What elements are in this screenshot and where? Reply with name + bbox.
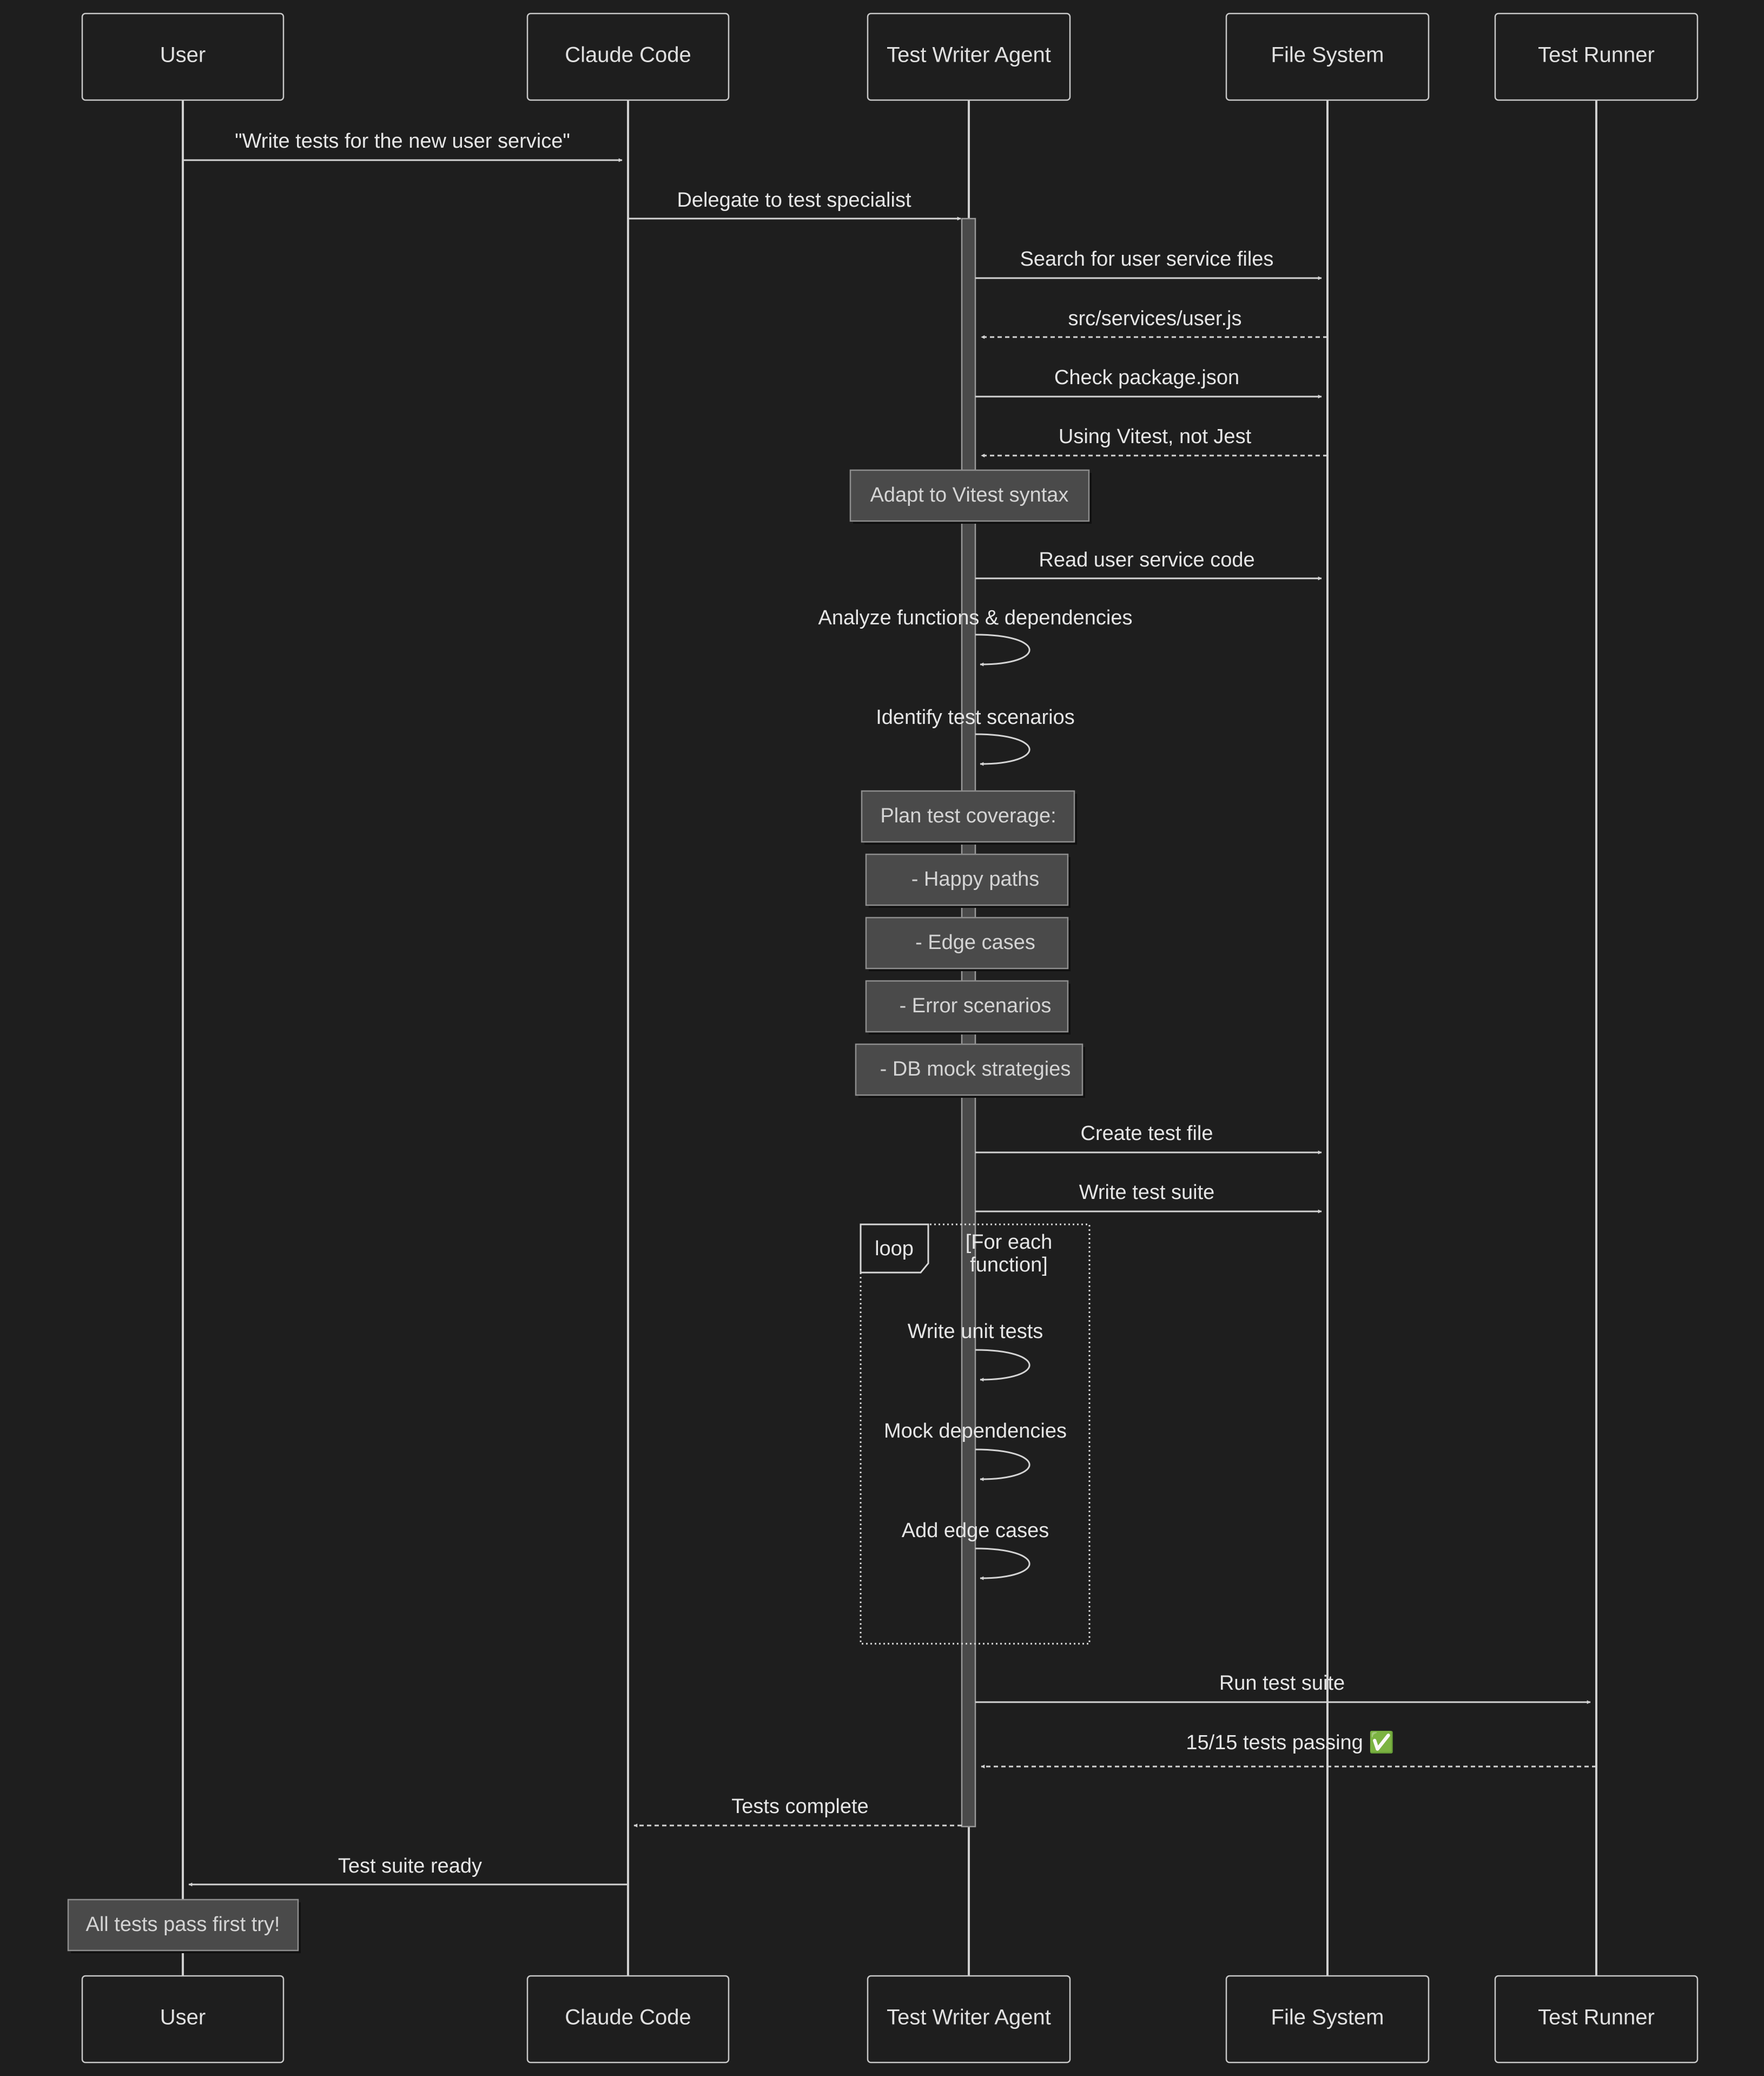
message-label: 15/15 tests passing ✅	[1186, 1730, 1394, 1754]
note-edge-cases: - Edge cases	[865, 917, 1071, 971]
participant-label: Claude Code	[565, 43, 691, 67]
participant-test-writer-agent-bottom: Test Writer Agent	[867, 1975, 1071, 2064]
note-text: All tests pass first try!	[86, 1913, 280, 1936]
self-message-loop	[975, 1448, 1030, 1481]
self-message-loop	[975, 634, 1030, 667]
participant-claude-code-bottom: Claude Code	[526, 1975, 730, 2064]
note-text: Adapt to Vitest syntax	[870, 484, 1069, 506]
note-text: Plan test coverage:	[880, 805, 1056, 827]
note-adapt-vitest: Adapt to Vitest syntax	[849, 469, 1092, 524]
participant-user-bottom: User	[81, 1975, 285, 2064]
self-message-loop	[975, 1349, 1030, 1382]
message-label: Create test file	[1081, 1122, 1213, 1145]
message-label: Delegate to test specialist	[677, 189, 911, 212]
participant-test-runner-bottom: Test Runner	[1494, 1975, 1699, 2064]
message-label: Using Vitest, not Jest	[1059, 425, 1252, 448]
participant-file-system-bottom: File System	[1225, 1975, 1430, 2064]
loop-frame: loop [For each function]	[860, 1223, 1091, 1645]
participant-file-system: File System	[1225, 12, 1430, 101]
loop-tab	[860, 1223, 929, 1274]
message-label: Identify test scenarios	[876, 706, 1075, 729]
loop-condition-line-2: function]	[970, 1254, 1048, 1276]
message-label: Mock dependencies	[884, 1420, 1067, 1442]
message-label: Test suite ready	[338, 1855, 482, 1877]
note-text: - Error scenarios	[900, 994, 1052, 1017]
participant-user: User	[81, 12, 285, 101]
participant-label: User	[160, 43, 206, 67]
message-label: src/services/user.js	[1068, 307, 1242, 330]
participants-bottom: User Claude Code Test Writer Agent File …	[81, 1975, 1699, 2064]
message-label: Analyze functions & dependencies	[818, 607, 1133, 629]
note-plan-test-coverage: Plan test coverage:	[861, 790, 1077, 845]
participant-test-writer-agent: Test Writer Agent	[867, 12, 1071, 101]
message-label: Read user service code	[1039, 549, 1254, 571]
message-label: Tests complete	[731, 1795, 868, 1818]
note-text: - Happy paths	[911, 868, 1040, 891]
participants-top: User Claude Code Test Writer Agent File …	[81, 12, 1699, 101]
note-all-tests-pass: All tests pass first try!	[67, 1899, 301, 1953]
lifelines	[182, 100, 1597, 1976]
self-message-loop	[975, 733, 1030, 766]
notes: Adapt to Vitest syntax Plan test coverag…	[67, 469, 1092, 1953]
participant-label: Test Writer Agent	[887, 2006, 1051, 2029]
participant-label: Test Writer Agent	[887, 43, 1051, 67]
message-label: Write test suite	[1079, 1181, 1215, 1204]
message-label: Write unit tests	[908, 1320, 1043, 1343]
participant-label: File System	[1271, 2006, 1384, 2029]
participant-label: Test Runner	[1538, 43, 1655, 67]
loop-frame-border	[860, 1223, 1091, 1645]
message-label: Search for user service files	[1020, 248, 1274, 271]
message-label: Check package.json	[1054, 366, 1239, 389]
message-label: Run test suite	[1219, 1672, 1345, 1695]
participant-label: User	[160, 2006, 206, 2029]
note-happy-paths: - Happy paths	[865, 853, 1071, 908]
participant-label: Claude Code	[565, 2006, 691, 2029]
message-label: Add edge cases	[902, 1519, 1049, 1542]
loop-label: loop	[875, 1237, 914, 1260]
self-message-loop	[975, 1547, 1030, 1580]
note-db-mock-strategies: - DB mock strategies	[855, 1043, 1085, 1098]
participant-claude-code: Claude Code	[526, 12, 730, 101]
messages: "Write tests for the new user service" D…	[183, 130, 1596, 1887]
participant-label: File System	[1271, 43, 1384, 67]
participant-label: Test Runner	[1538, 2006, 1655, 2029]
participant-test-runner: Test Runner	[1494, 12, 1699, 101]
loop-condition-line-1: [For each	[966, 1231, 1053, 1254]
note-text: - DB mock strategies	[880, 1058, 1071, 1080]
note-error-scenarios: - Error scenarios	[865, 980, 1071, 1034]
message-label: "Write tests for the new user service"	[235, 130, 570, 153]
note-text: - Edge cases	[915, 931, 1035, 954]
